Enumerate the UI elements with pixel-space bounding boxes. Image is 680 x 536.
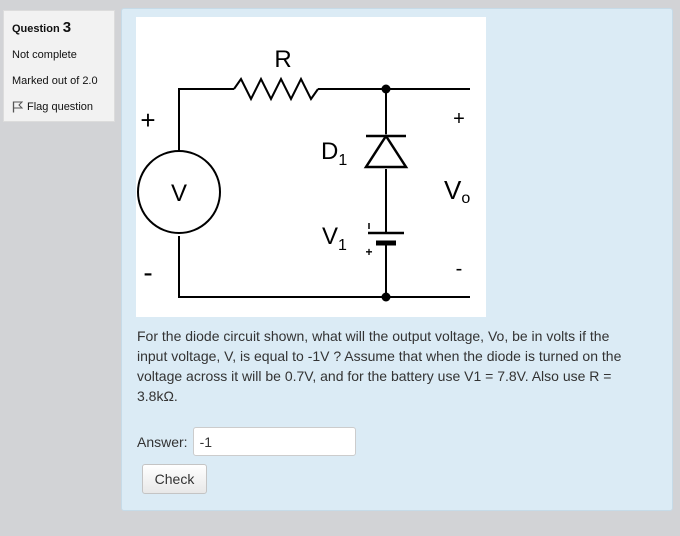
source-minus-sign: -	[143, 257, 152, 288]
junction-dot-bottom	[381, 292, 391, 302]
flag-icon	[12, 101, 23, 113]
diode-label-main: D	[321, 138, 338, 165]
output-label-subscript: o	[461, 190, 470, 207]
output-label-main: V	[444, 175, 462, 205]
question-text: For the diode circuit shown, what will t…	[137, 328, 622, 404]
answer-row: Answer:	[137, 427, 356, 456]
question-state: Not complete	[12, 49, 77, 61]
battery-plus-sign: +	[365, 245, 372, 259]
answer-input[interactable]	[192, 427, 356, 456]
battery-label-main: V	[322, 223, 338, 250]
flag-question-label: Flag question	[27, 101, 94, 113]
question-prefix: Question	[12, 23, 60, 35]
flag-question-link[interactable]: Flag question	[12, 101, 106, 113]
diode-label: D1	[321, 138, 347, 169]
battery-symbol	[368, 223, 404, 246]
question-number: Question 3	[12, 19, 106, 36]
output-minus-sign: -	[456, 258, 463, 280]
output-plus-sign: +	[453, 108, 465, 130]
question-number-value: 3	[62, 19, 72, 36]
source-plus-sign: +	[140, 105, 155, 135]
voltage-source-symbol	[137, 150, 221, 234]
wire-bottom	[178, 236, 470, 298]
resistor-label: R	[274, 46, 291, 73]
source-label: V	[171, 180, 187, 207]
resistor-symbol	[233, 76, 319, 102]
battery-label-subscript: 1	[338, 237, 347, 254]
battery-label: V1	[322, 223, 347, 254]
question-grade: Marked out of 2.0	[12, 75, 98, 87]
output-label: Vo	[444, 175, 470, 207]
circuit-diagram: + V + - R D1 V1 + Vo -	[136, 17, 486, 317]
junction-dot-top	[381, 84, 391, 94]
diode-label-subscript: 1	[338, 152, 347, 169]
question-content: + V + - R D1 V1 + Vo - For the diode cir…	[121, 8, 673, 511]
question-info-panel: Question 3 Not complete Marked out of 2.…	[3, 10, 115, 122]
diode-symbol	[363, 133, 409, 169]
check-button[interactable]: Check	[142, 464, 207, 494]
answer-label: Answer:	[137, 433, 188, 450]
